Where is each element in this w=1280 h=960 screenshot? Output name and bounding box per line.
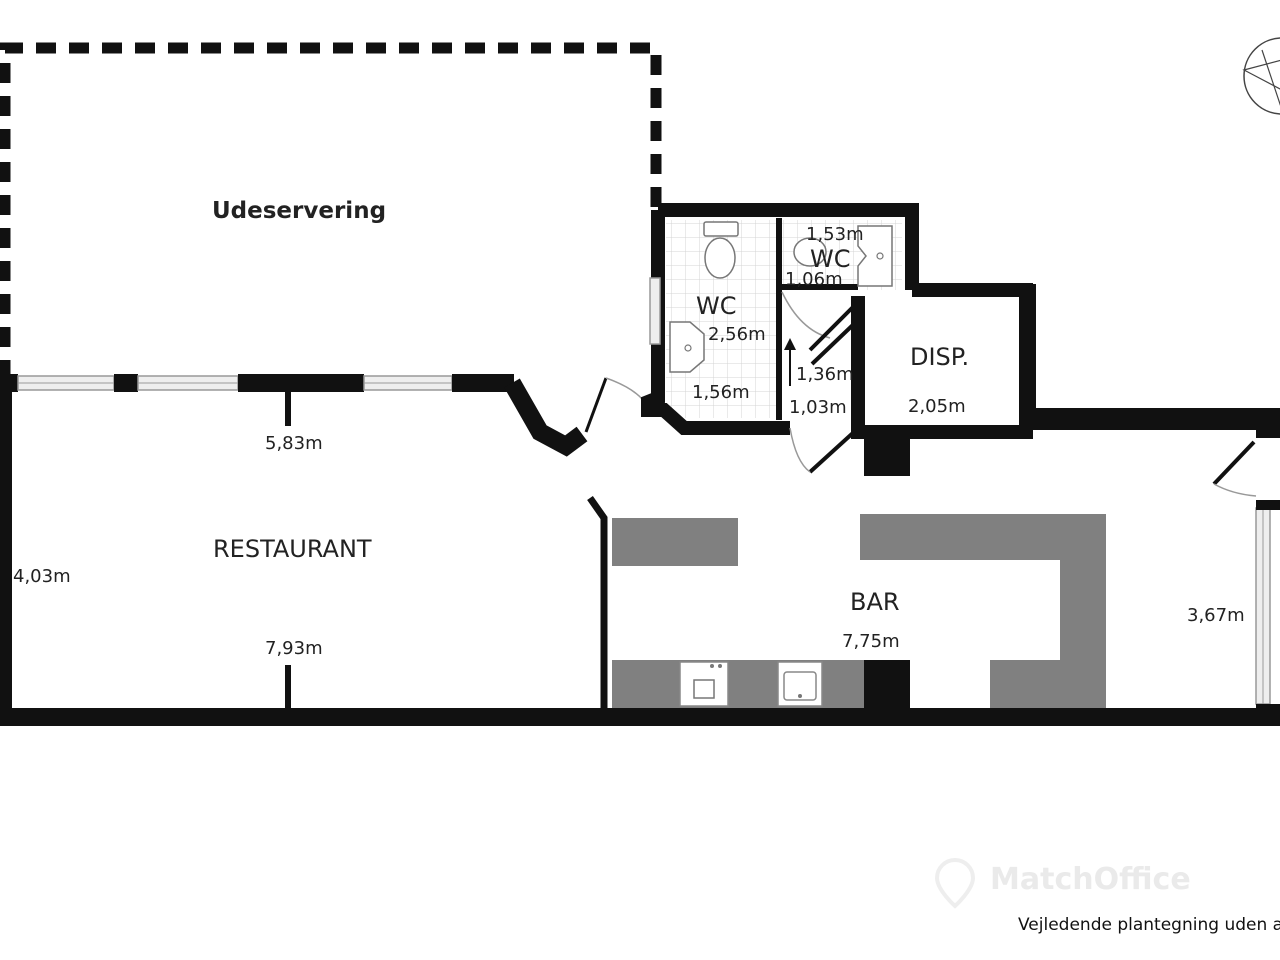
dim-restaurant-bottom: 7,93m [265, 638, 323, 659]
label-wc1: WC [696, 292, 737, 320]
dim-hall-a: 1,36m [796, 364, 854, 385]
bar-counter [860, 514, 1106, 708]
wall [641, 210, 790, 435]
dim-disp-width: 2,05m [908, 396, 966, 417]
bar-counter [612, 518, 738, 566]
wall [1020, 284, 1036, 416]
sink-icon [857, 225, 893, 287]
sink-icon [669, 321, 705, 373]
wall [0, 380, 12, 726]
watermark-text: MatchOffice [990, 862, 1191, 897]
wall [1020, 408, 1280, 430]
outdoor-boundary [0, 42, 662, 380]
wall [1256, 500, 1280, 510]
dim-wc1-a: 2,56m [708, 324, 766, 345]
kitchen-counter [612, 660, 864, 708]
label-bar: BAR [850, 588, 900, 616]
sink-icon [777, 661, 823, 707]
toilet-icon [703, 221, 739, 279]
dishwasher-icon [679, 661, 729, 707]
wall [1256, 408, 1280, 438]
wall [285, 390, 291, 426]
wall [587, 495, 608, 710]
wall [851, 283, 1033, 439]
wall [504, 378, 588, 457]
label-restaurant: RESTAURANT [213, 535, 372, 563]
label-disp: DISP. [910, 343, 970, 371]
dim-bar-width: 7,75m [842, 631, 900, 652]
dim-restaurant-top: 5,83m [265, 433, 323, 454]
wall [114, 374, 138, 392]
dim-wc2-b: 1,06m [785, 269, 843, 290]
wall [285, 665, 291, 710]
window [649, 277, 661, 345]
wall [452, 374, 514, 392]
compass-icon [1242, 37, 1280, 115]
wall [782, 284, 858, 290]
wall [1256, 704, 1280, 726]
toilet-icon [793, 237, 827, 267]
dim-wc2-a: 1,53m [806, 224, 864, 245]
wall [864, 428, 910, 476]
dim-bar-side: 3,67m [1187, 605, 1245, 626]
column [864, 660, 910, 710]
label-outdoor: Udeservering [212, 198, 387, 224]
dim-restaurant-side: 4,03m [13, 566, 71, 587]
wall [776, 290, 782, 420]
wall [658, 203, 919, 290]
watermark-logo-icon [934, 857, 976, 909]
wall [238, 374, 364, 392]
wall [776, 218, 782, 290]
dim-hall-b: 1,03m [789, 397, 847, 418]
dim-wc1-b: 1,56m [692, 382, 750, 403]
label-wc2: WC [810, 245, 851, 273]
footer-disclaimer: Vejledende plantegning uden a [1018, 915, 1280, 935]
wall [0, 708, 1262, 726]
